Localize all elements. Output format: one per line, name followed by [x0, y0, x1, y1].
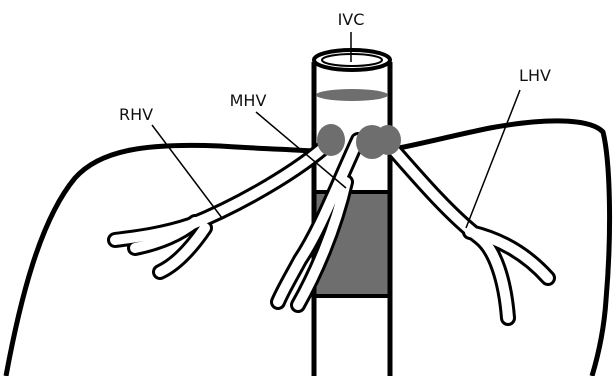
rhv-ostium — [317, 124, 345, 156]
rhv-label: RHV — [119, 105, 153, 124]
rhv-leader-line — [152, 125, 222, 218]
lhv-vessel — [385, 140, 548, 318]
lhv-ostium — [375, 125, 401, 155]
lhv-label: LHV — [519, 66, 551, 85]
ivc-label: IVC — [338, 10, 365, 29]
lhv-leader-line — [466, 90, 520, 228]
mhv-label: MHV — [230, 91, 267, 110]
ivc-inner-ellipse — [316, 89, 388, 101]
